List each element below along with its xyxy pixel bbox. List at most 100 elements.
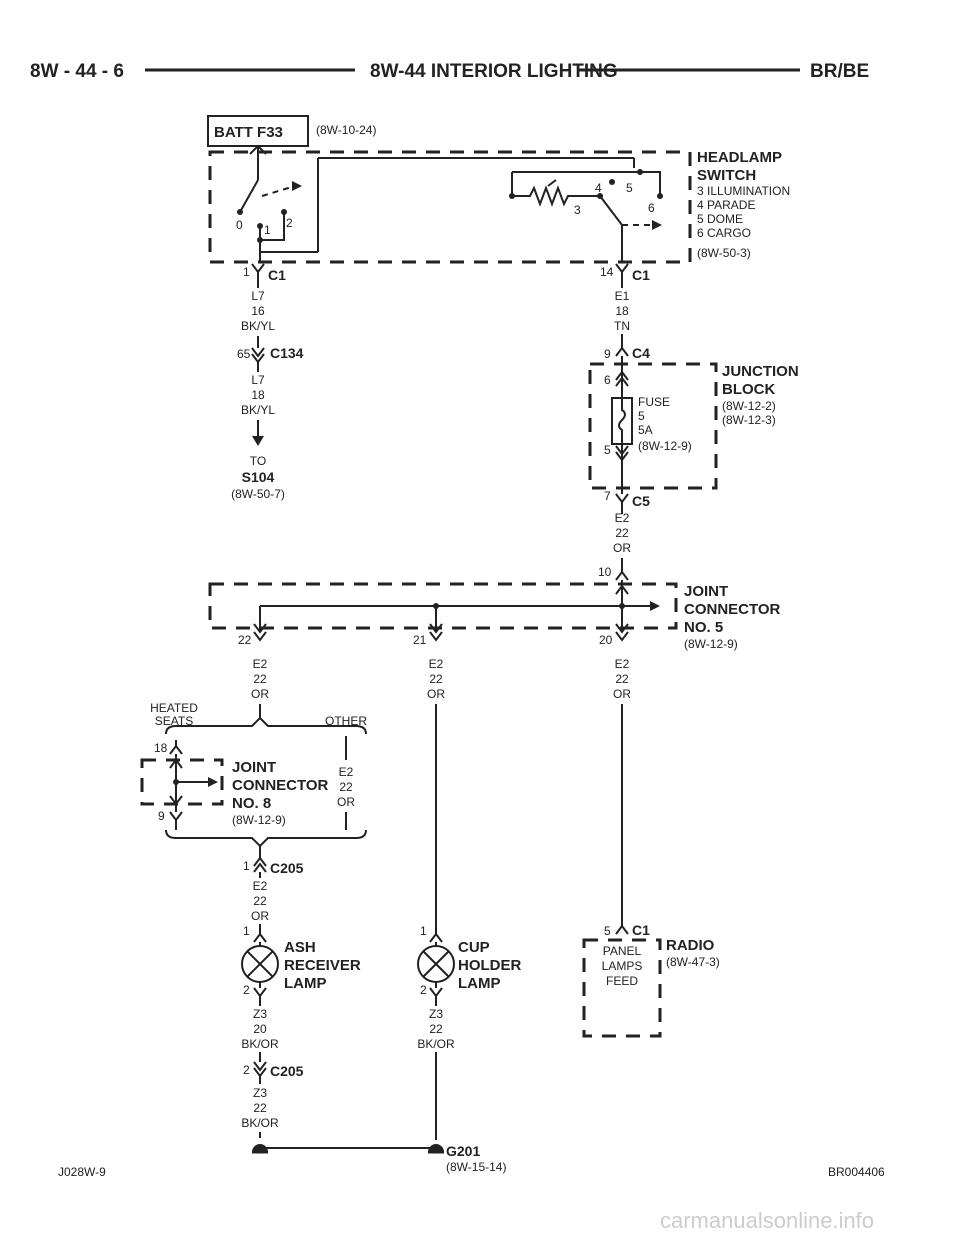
ground-g201: G201 (8W-15-14): [252, 1143, 506, 1174]
svg-text:6: 6: [648, 201, 655, 215]
svg-text:HEATED: HEATED: [150, 701, 198, 715]
svg-text:1: 1: [243, 265, 250, 279]
section-title: 8W-44 INTERIOR LIGHTING: [370, 61, 618, 82]
svg-text:Z3: Z3: [429, 1007, 443, 1021]
svg-text:5: 5: [626, 181, 633, 195]
svg-text:65: 65: [237, 347, 251, 361]
svg-text:18: 18: [615, 304, 629, 318]
svg-text:2: 2: [420, 983, 427, 997]
svg-text:6: 6: [604, 373, 611, 387]
c134-connector: 65 C134 L7 18 BK/YL TO S104 (8W-50-7): [231, 336, 304, 501]
headlamp-pos3: 3 ILLUMINATION: [697, 184, 790, 198]
junction-block: 9 C4 6 FUSE 5 5A (8W-12-9) 5 JUNCTION BL…: [588, 345, 799, 494]
svg-text:E1: E1: [615, 289, 630, 303]
svg-text:C5: C5: [632, 493, 650, 509]
svg-text:S104: S104: [242, 469, 275, 485]
svg-text:OR: OR: [251, 909, 269, 923]
svg-text:7: 7: [604, 489, 611, 503]
svg-text:C134: C134: [270, 345, 304, 361]
svg-text:Z3: Z3: [253, 1007, 267, 1021]
svg-text:(8W-12-9): (8W-12-9): [684, 637, 738, 651]
svg-text:2: 2: [286, 216, 293, 230]
svg-text:RADIO: RADIO: [666, 937, 715, 954]
svg-text:4: 4: [595, 181, 602, 195]
svg-text:BK/YL: BK/YL: [241, 403, 275, 417]
c5-connector: 7 C5 E2 22 OR 10: [598, 489, 650, 581]
svg-text:2: 2: [243, 983, 250, 997]
svg-text:LAMP: LAMP: [458, 975, 501, 992]
svg-text:10: 10: [598, 565, 612, 579]
svg-text:1: 1: [264, 223, 271, 237]
svg-text:C1: C1: [632, 922, 650, 938]
footer-left: J028W-9: [58, 1165, 106, 1179]
headlamp-title2: SWITCH: [697, 167, 756, 184]
page-number: 8W - 44 - 6: [30, 61, 124, 82]
svg-text:JUNCTION: JUNCTION: [722, 363, 799, 380]
svg-text:22: 22: [253, 894, 267, 908]
svg-text:CONNECTOR: CONNECTOR: [232, 777, 329, 794]
svg-text:2: 2: [243, 1063, 250, 1077]
headlamp-pos5: 5 DOME: [697, 212, 743, 226]
svg-text:Z3: Z3: [253, 1086, 267, 1100]
watermark: carmanualsonline.info: [660, 1208, 874, 1233]
svg-text:C4: C4: [632, 345, 650, 361]
svg-text:E2: E2: [615, 511, 630, 525]
svg-text:(8W-12-9): (8W-12-9): [638, 439, 692, 453]
svg-text:G201: G201: [446, 1143, 480, 1159]
headlamp-ref: (8W-50-3): [697, 246, 751, 260]
heated-seats-branch: HEATED SEATS OTHER 18 9 JOINT CONNECTOR …: [140, 701, 367, 858]
c1-right-connector: 14 C1 E1 18 TN: [600, 263, 650, 348]
svg-text:E2: E2: [253, 657, 268, 671]
svg-text:BK/OR: BK/OR: [241, 1037, 279, 1051]
svg-text:TN: TN: [614, 319, 630, 333]
c1-left-connector: 1 C1 L7 16 BK/YL: [241, 263, 286, 333]
c205-bottom-connector: 2 C205 Z3 22 BK/OR: [241, 1061, 304, 1138]
radio: 5 C1 PANEL LAMPS FEED RADIO (8W-47-3): [582, 704, 720, 1038]
svg-text:BLOCK: BLOCK: [722, 381, 775, 398]
svg-text:E2: E2: [615, 657, 630, 671]
svg-text:BK/OR: BK/OR: [241, 1116, 279, 1130]
svg-text:(8W-12-9): (8W-12-9): [232, 813, 286, 827]
svg-text:22: 22: [339, 780, 353, 794]
model-code: BR/BE: [810, 61, 869, 82]
svg-text:C1: C1: [268, 267, 286, 283]
svg-text:1: 1: [243, 924, 250, 938]
svg-text:(8W-15-14): (8W-15-14): [446, 1160, 506, 1174]
svg-text:LAMPS: LAMPS: [602, 959, 643, 973]
svg-text:OR: OR: [613, 687, 631, 701]
svg-text:18: 18: [154, 741, 168, 755]
svg-text:ASH: ASH: [284, 939, 316, 956]
svg-text:TO: TO: [250, 454, 266, 468]
svg-text:OTHER: OTHER: [325, 714, 367, 728]
svg-text:C205: C205: [270, 1063, 304, 1079]
svg-text:5: 5: [604, 924, 611, 938]
svg-text:22: 22: [615, 672, 629, 686]
batt-ref: (8W-10-24): [316, 123, 376, 137]
svg-text:E2: E2: [429, 657, 444, 671]
svg-text:OR: OR: [427, 687, 445, 701]
svg-text:18: 18: [251, 388, 265, 402]
svg-text:HOLDER: HOLDER: [458, 957, 522, 974]
svg-text:JOINT: JOINT: [684, 583, 728, 600]
svg-text:1: 1: [420, 924, 427, 938]
headlamp-switch-contacts: 0 1 2 4 5 3 6: [236, 144, 663, 262]
svg-text:5: 5: [638, 409, 645, 423]
svg-text:OR: OR: [337, 795, 355, 809]
svg-text:22: 22: [615, 526, 629, 540]
svg-text:L7: L7: [251, 289, 265, 303]
headlamp-switch-box: [208, 150, 692, 264]
cup-holder-lamp: 1 2 CUP HOLDER LAMP Z3 22 BK/OR: [417, 704, 522, 1140]
headlamp-pos4: 4 PARADE: [697, 198, 755, 212]
svg-text:FUSE: FUSE: [638, 395, 670, 409]
svg-text:BK/YL: BK/YL: [241, 319, 275, 333]
svg-text:NO. 5: NO. 5: [684, 619, 723, 636]
svg-text:5: 5: [604, 443, 611, 457]
svg-text:(8W-12-3): (8W-12-3): [722, 413, 776, 427]
svg-text:C205: C205: [270, 860, 304, 876]
svg-text:22: 22: [253, 672, 267, 686]
headlamp-pos6: 6 CARGO: [697, 226, 751, 240]
svg-text:OR: OR: [613, 541, 631, 555]
svg-text:JOINT: JOINT: [232, 759, 276, 776]
